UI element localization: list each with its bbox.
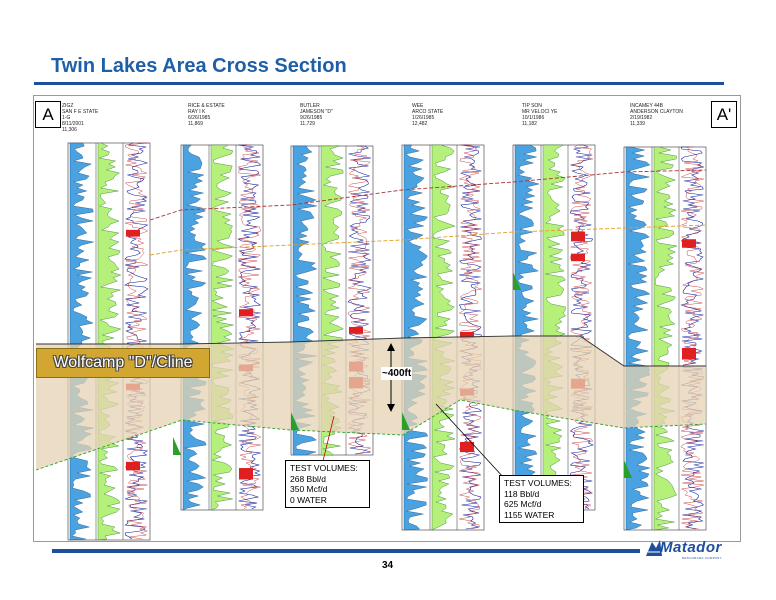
well-name: ZIGZ	[62, 103, 74, 109]
well-depth: 11,306	[62, 127, 77, 133]
correlation-line	[149, 169, 707, 221]
test-heading: TEST VOLUMES:	[504, 478, 572, 488]
well-date: 6/26/1985	[188, 115, 211, 121]
correlation-lines	[149, 169, 707, 478]
well-date: 9/26/1985	[300, 115, 323, 121]
marker-triangle	[291, 412, 299, 430]
well-log-track	[67, 142, 151, 541]
section-end-label: A'	[711, 101, 737, 128]
well-header: INCAMEY 44B ANDERSON CLAYTON 2/19/1982 1…	[630, 103, 683, 127]
marker-triangle	[513, 272, 521, 290]
section-start-label: A	[35, 101, 61, 128]
well-date: 2/19/1982	[630, 115, 653, 121]
logo-wordmark: Matador	[660, 539, 722, 556]
well-depth: 12,482	[412, 121, 428, 127]
marker-triangle	[624, 460, 632, 478]
footer-rule	[52, 549, 640, 553]
well-detail: 1-G	[62, 115, 71, 121]
well-operator: MR VELOCI YE	[522, 109, 558, 115]
test-oil: 118 Bbl/d	[504, 488, 540, 499]
correlation-line	[149, 224, 707, 256]
logo-emblem-icon	[646, 540, 662, 556]
well-header: BUTLER JAMESON "D" 9/26/1985 11,729	[300, 103, 333, 127]
test-volumes-box: TEST VOLUMES: 118 Bbl/d 625 Mcf/d 1155 W…	[499, 475, 584, 523]
formation-base	[35, 399, 707, 471]
well-header: ZIGZ SAN F E STATE 1-G 8/11/2001 11,306	[62, 103, 98, 133]
test-water: 1155 WATER	[504, 509, 555, 520]
formation-top	[36, 335, 706, 367]
well-depth: 11,729	[300, 121, 315, 127]
well-name: RICE & ESTATE	[188, 103, 225, 109]
test-volumes-box: TEST VOLUMES: 268 Bbl/d 350 Mcf/d 0 WATE…	[285, 460, 370, 508]
well-depth: 11,182	[522, 121, 537, 127]
test-water: 0 WATER	[290, 494, 327, 505]
test-gas: 625 Mcf/d	[504, 499, 542, 509]
well-log-track	[512, 144, 596, 511]
well-log-track	[623, 146, 707, 531]
well-date: 10/1/1986	[522, 115, 545, 121]
cross-section-frame	[33, 95, 741, 542]
well-depth: 11,869	[188, 121, 203, 127]
well-operator: JAMESON "D"	[300, 109, 333, 115]
well-name: INCAMEY 44B	[630, 103, 663, 109]
well-operator: ANDERSON CLAYTON	[630, 109, 683, 115]
page-number: 34	[382, 560, 394, 571]
well-date: 1/26/1985	[412, 115, 435, 121]
logo-tagline: RESOURCES COMPANY	[682, 556, 722, 560]
marker-triangle	[402, 412, 410, 430]
well-header: TIP SON MR VELOCI YE 10/1/1986 11,182	[522, 103, 557, 127]
test-oil: 268 Bbl/d	[290, 473, 326, 484]
test-gas: 350 Mcf/d	[290, 484, 328, 494]
well-operator: RAY I K	[188, 109, 206, 115]
well-date: 8/11/2001	[62, 121, 84, 127]
formation-label: Wolfcamp "D"/Cline	[36, 348, 210, 378]
well-depth: 11,339	[630, 121, 645, 127]
matador-logo: Matador RESOURCES COMPANY	[644, 538, 730, 564]
callout-lines	[321, 403, 505, 479]
well-name: TIP SON	[522, 103, 542, 109]
well-operator: ARCO STATE	[412, 109, 444, 115]
well-name: WEE	[412, 103, 424, 109]
well-header: WEE ARCO STATE 1/26/1985 12,482	[412, 103, 443, 127]
title-rule	[34, 82, 724, 85]
slide-title: Twin Lakes Area Cross Section	[51, 55, 347, 77]
test-heading: TEST VOLUMES:	[290, 463, 358, 473]
well-operator: SAN F E STATE	[62, 109, 99, 115]
thickness-label: ~400ft	[381, 367, 413, 380]
marker-triangle	[173, 437, 181, 455]
well-log-track	[180, 144, 264, 511]
well-name: BUTLER	[300, 103, 320, 109]
well-header: RICE & ESTATE RAY I K 6/26/1985 11,869	[188, 103, 225, 127]
